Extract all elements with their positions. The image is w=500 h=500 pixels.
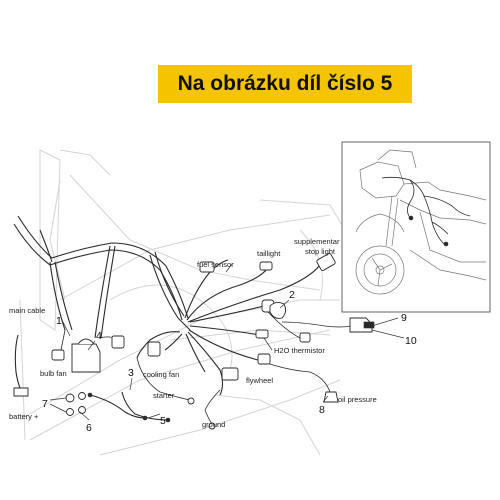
sensor-tip <box>363 321 375 329</box>
h2o-connector <box>255 329 269 339</box>
label-oil-pressure: oil pressure <box>338 395 377 404</box>
part3-ring <box>165 417 171 423</box>
label-cooling-fan: cooling fan <box>143 370 179 379</box>
battery-terminal <box>13 387 29 397</box>
washer-2 <box>78 392 86 400</box>
cooling-fan-connector <box>147 341 161 357</box>
stop-light-connector <box>316 253 336 271</box>
label-main-cable: main cable <box>9 306 45 315</box>
flywheel-connector <box>221 367 239 381</box>
label-battery: battery + <box>9 412 39 421</box>
label-bulb-fan: bulb fan <box>40 369 67 378</box>
starter-terminal <box>187 397 195 405</box>
taillight-connector <box>259 261 273 271</box>
nut-2 <box>78 406 86 414</box>
component-4-relay <box>71 343 101 373</box>
relay-cap <box>77 338 95 345</box>
callout-10: 10 <box>405 335 417 347</box>
callout-9: 9 <box>401 312 407 324</box>
label-taillight: taillight <box>257 249 281 258</box>
label-fuel-sensor: fuel sensor <box>197 260 234 269</box>
inset-frame <box>341 141 491 313</box>
ring-terminal <box>87 392 93 398</box>
label-flywheel: flywheel <box>246 376 273 385</box>
callout-6: 6 <box>86 422 92 434</box>
leader-lines <box>49 263 405 421</box>
main-harness <box>13 215 353 425</box>
label-ground: ground <box>202 420 225 429</box>
callout-3: 3 <box>128 367 134 379</box>
callout-5: 5 <box>160 415 166 427</box>
inset-front-wheel <box>355 245 405 295</box>
relay-plug <box>111 335 125 349</box>
callout-1: 1 <box>56 315 62 327</box>
bulb-fan-connector <box>51 349 65 361</box>
oil-connector <box>257 353 271 365</box>
label-stop-light: stop light <box>305 247 336 256</box>
callout-7: 7 <box>42 398 48 410</box>
banner-text: Na obrázku díl číslo 5 <box>177 72 393 95</box>
inset-headlight <box>359 161 405 199</box>
inset-scooter <box>341 141 491 313</box>
ground-terminal <box>208 422 216 430</box>
callout-numbers: 1 2 3 4 5 6 7 8 9 10 <box>42 289 417 434</box>
h2o-thermistor-plug <box>299 332 311 343</box>
callout-4: 4 <box>96 330 102 342</box>
components <box>13 253 375 430</box>
fuel-sensor-connector <box>199 261 215 273</box>
label-starter: starter <box>153 391 175 400</box>
part-banner: Na obrázku díl číslo 5 <box>158 65 412 103</box>
nut-1 <box>66 408 74 416</box>
washer-1 <box>65 393 75 403</box>
label-supplementar: supplementar <box>294 237 340 246</box>
label-h2o-thermistor: H2O thermistor <box>274 346 325 355</box>
callout-2: 2 <box>289 289 295 301</box>
part5-ring <box>142 415 148 421</box>
callout-8: 8 <box>319 404 325 416</box>
oil-pressure-sensor <box>323 391 339 403</box>
text-labels: main cable bulb fan battery + fuel senso… <box>9 237 377 429</box>
